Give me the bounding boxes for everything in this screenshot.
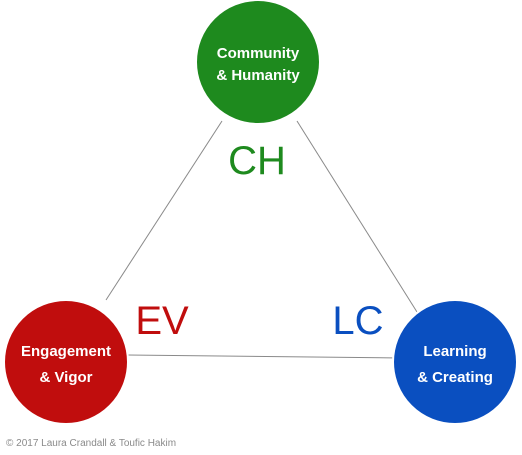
- community-circle: [195, 0, 321, 125]
- edge-top-right: [296, 120, 418, 313]
- community-label-line2: & Humanity: [216, 67, 300, 84]
- edge-top-left: [105, 120, 223, 301]
- community-label-line1: Community: [217, 45, 300, 62]
- abbr-ev: EV: [135, 299, 189, 343]
- engagement-label-line2: & Vigor: [39, 369, 92, 386]
- engagement-label-line1: Engagement: [21, 343, 111, 360]
- engagement-circle: [3, 299, 129, 425]
- learning-label-line2: & Creating: [417, 369, 493, 386]
- learning-label-line1: Learning: [423, 343, 486, 360]
- copyright-text: © 2017 Laura Crandall & Toufic Hakim: [6, 438, 176, 449]
- abbr-ch: CH: [228, 139, 286, 183]
- abbr-lc: LC: [332, 299, 383, 343]
- node-learning-creating: Learning & Creating: [392, 299, 518, 425]
- node-engagement-vigor: Engagement & Vigor: [3, 299, 129, 425]
- learning-circle: [392, 299, 518, 425]
- edge-bottom: [124, 354, 401, 359]
- node-community-humanity: Community & Humanity: [195, 0, 321, 125]
